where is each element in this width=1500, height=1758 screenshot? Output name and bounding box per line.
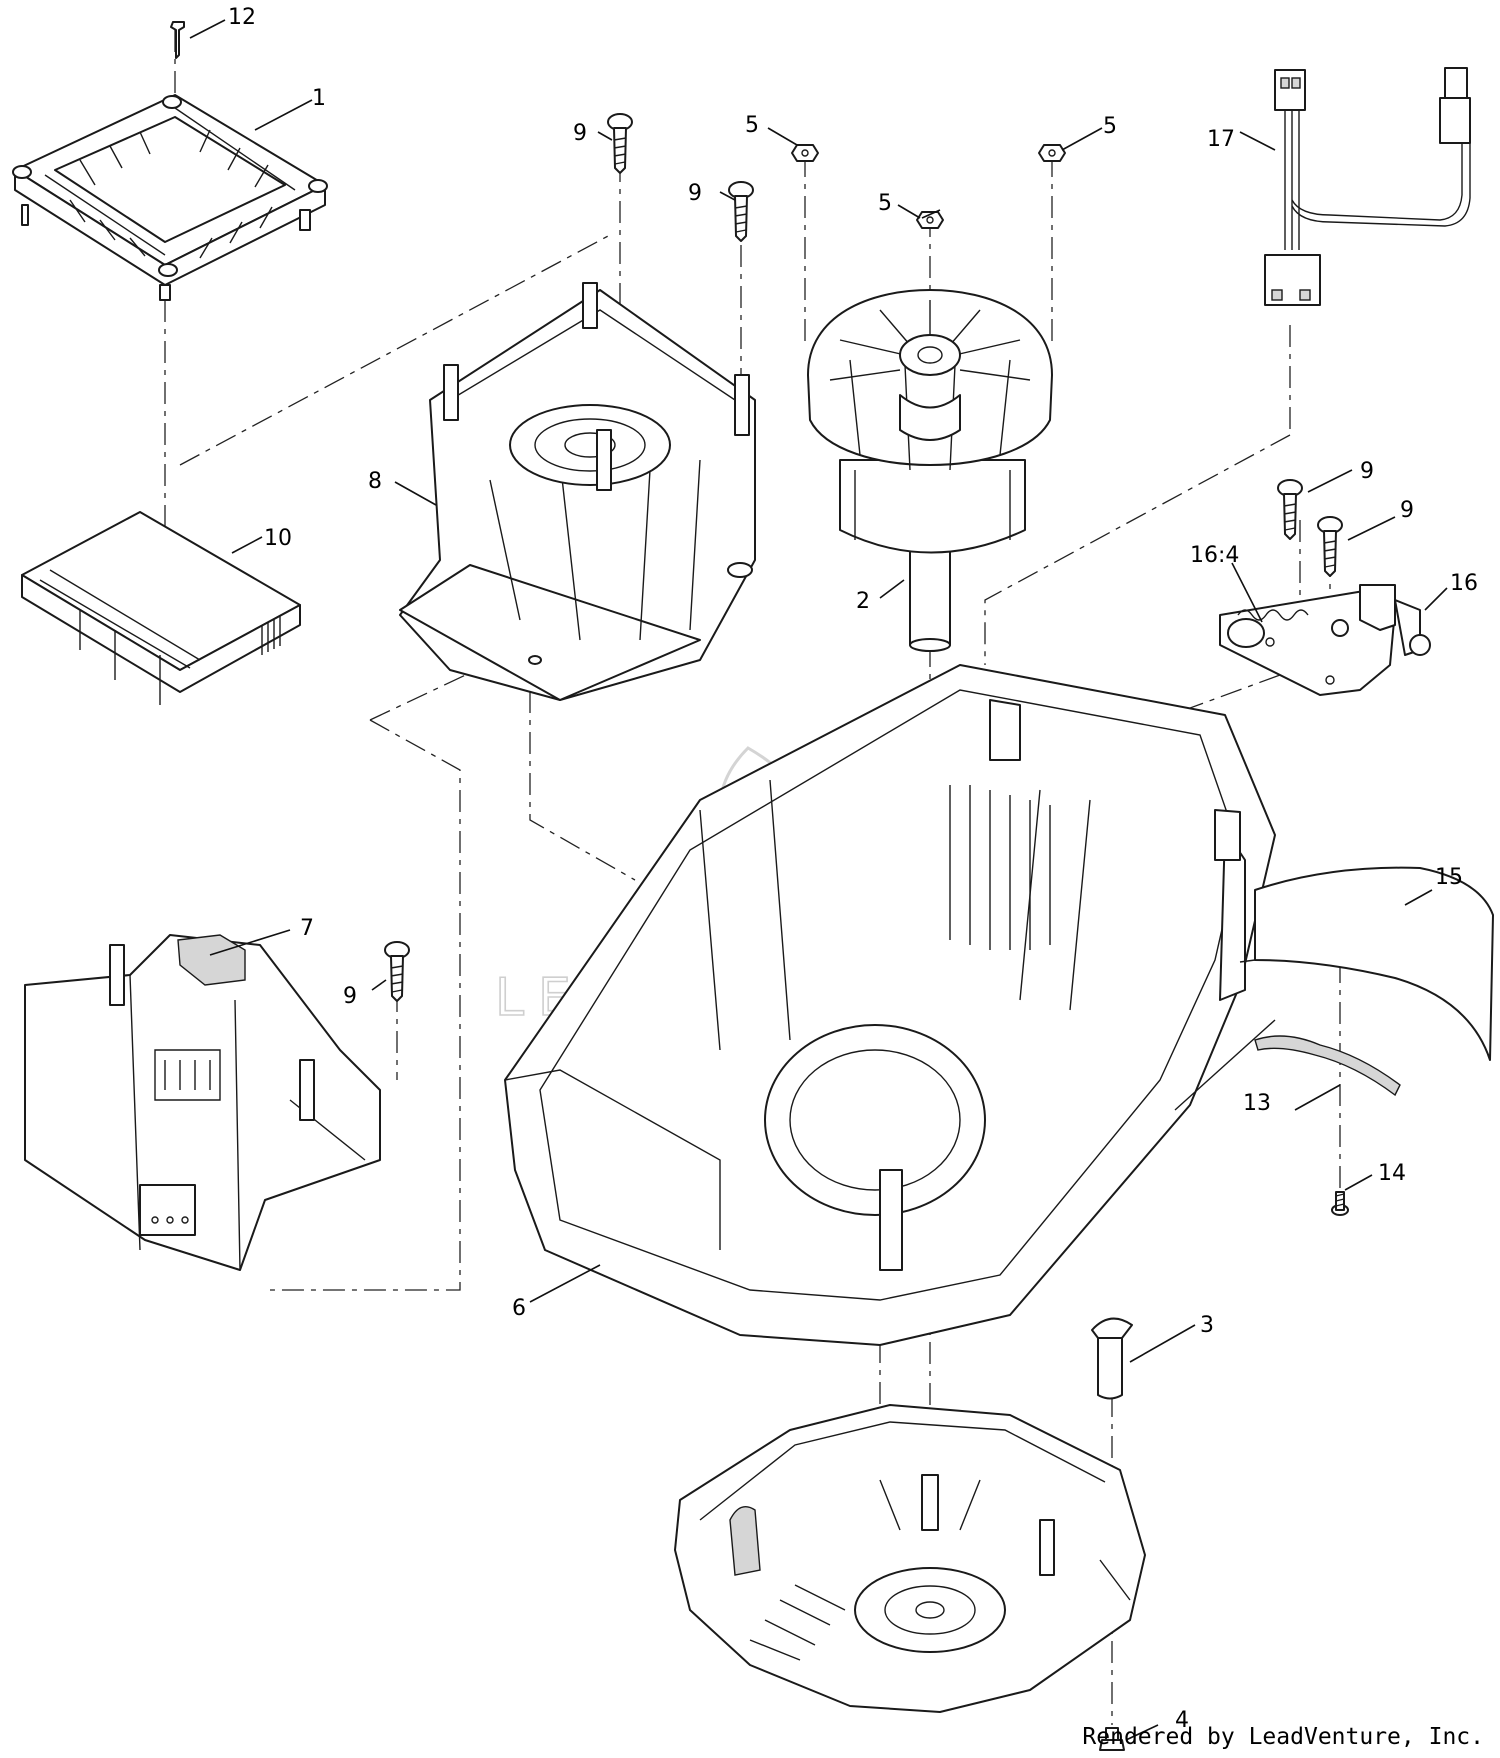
part-15-cover-panel-icon	[1239, 866, 1494, 1061]
leader-lines	[189, 19, 1448, 1741]
callout-16-4: 16:4	[1190, 543, 1239, 568]
callout-4: 4	[1175, 1708, 1189, 1733]
part-9-screw-icon	[384, 941, 410, 1002]
callout-14: 14	[1378, 1161, 1406, 1186]
callout-17: 17	[1207, 127, 1235, 152]
callout-7: 7	[300, 916, 314, 941]
callout-1: 1	[312, 86, 326, 111]
callout-15: 15	[1435, 865, 1463, 890]
callout-5: 5	[745, 113, 759, 138]
part-13-grille-icon	[1254, 1035, 1401, 1097]
base-housing-icon	[674, 1404, 1146, 1713]
part-4-screw-icon	[1099, 1727, 1125, 1751]
callout-9: 9	[1400, 498, 1414, 523]
callout-6: 6	[512, 1296, 526, 1321]
part-5-nut-icon	[791, 144, 819, 162]
part-5-nut-icon	[1038, 144, 1066, 162]
part-5-nut-icon	[916, 211, 944, 229]
part-9-screw-icon	[1277, 479, 1303, 540]
callout-10: 10	[264, 526, 292, 551]
callout-9: 9	[573, 121, 587, 146]
part-2-motor-icon	[807, 289, 1053, 652]
part-8-blower-housing-icon	[399, 282, 756, 701]
callout-3: 3	[1200, 1313, 1214, 1338]
part-6-main-housing-icon	[504, 664, 1276, 1346]
callout-16: 16	[1450, 571, 1478, 596]
callout-2: 2	[856, 589, 870, 614]
part-9-screw-icon	[728, 181, 754, 242]
part-16-bracket-icon	[1219, 584, 1431, 696]
rendered-by-credit: Rendered by LeadVenture, Inc.	[1082, 1724, 1484, 1750]
callout-5: 5	[878, 191, 892, 216]
callout-13: 13	[1243, 1091, 1271, 1116]
part-10-heatsink-icon	[21, 511, 301, 705]
part-16-4-spring-icon	[1227, 609, 1309, 648]
callout-9: 9	[1360, 459, 1374, 484]
callout-5: 5	[1103, 114, 1117, 139]
part-9-screw-icon	[607, 113, 633, 174]
callout-9: 9	[343, 984, 357, 1009]
callout-8: 8	[368, 469, 382, 494]
part-9-screw-icon	[1317, 516, 1343, 577]
callout-9: 9	[688, 181, 702, 206]
part-1-frame-icon	[12, 94, 328, 301]
part-3-plug-icon	[1091, 1317, 1133, 1400]
callout-labels: 12 1 9 5 5 9 5 17 8 9 10 9 16:4 16 2 15 …	[228, 5, 1478, 1733]
part-12-screw-icon	[170, 21, 185, 59]
part-14-screw-icon	[1331, 1191, 1349, 1216]
part-17-wire-harness-icon	[1264, 67, 1471, 306]
callout-12: 12	[228, 5, 256, 30]
part-7-control-box-icon	[24, 934, 381, 1271]
